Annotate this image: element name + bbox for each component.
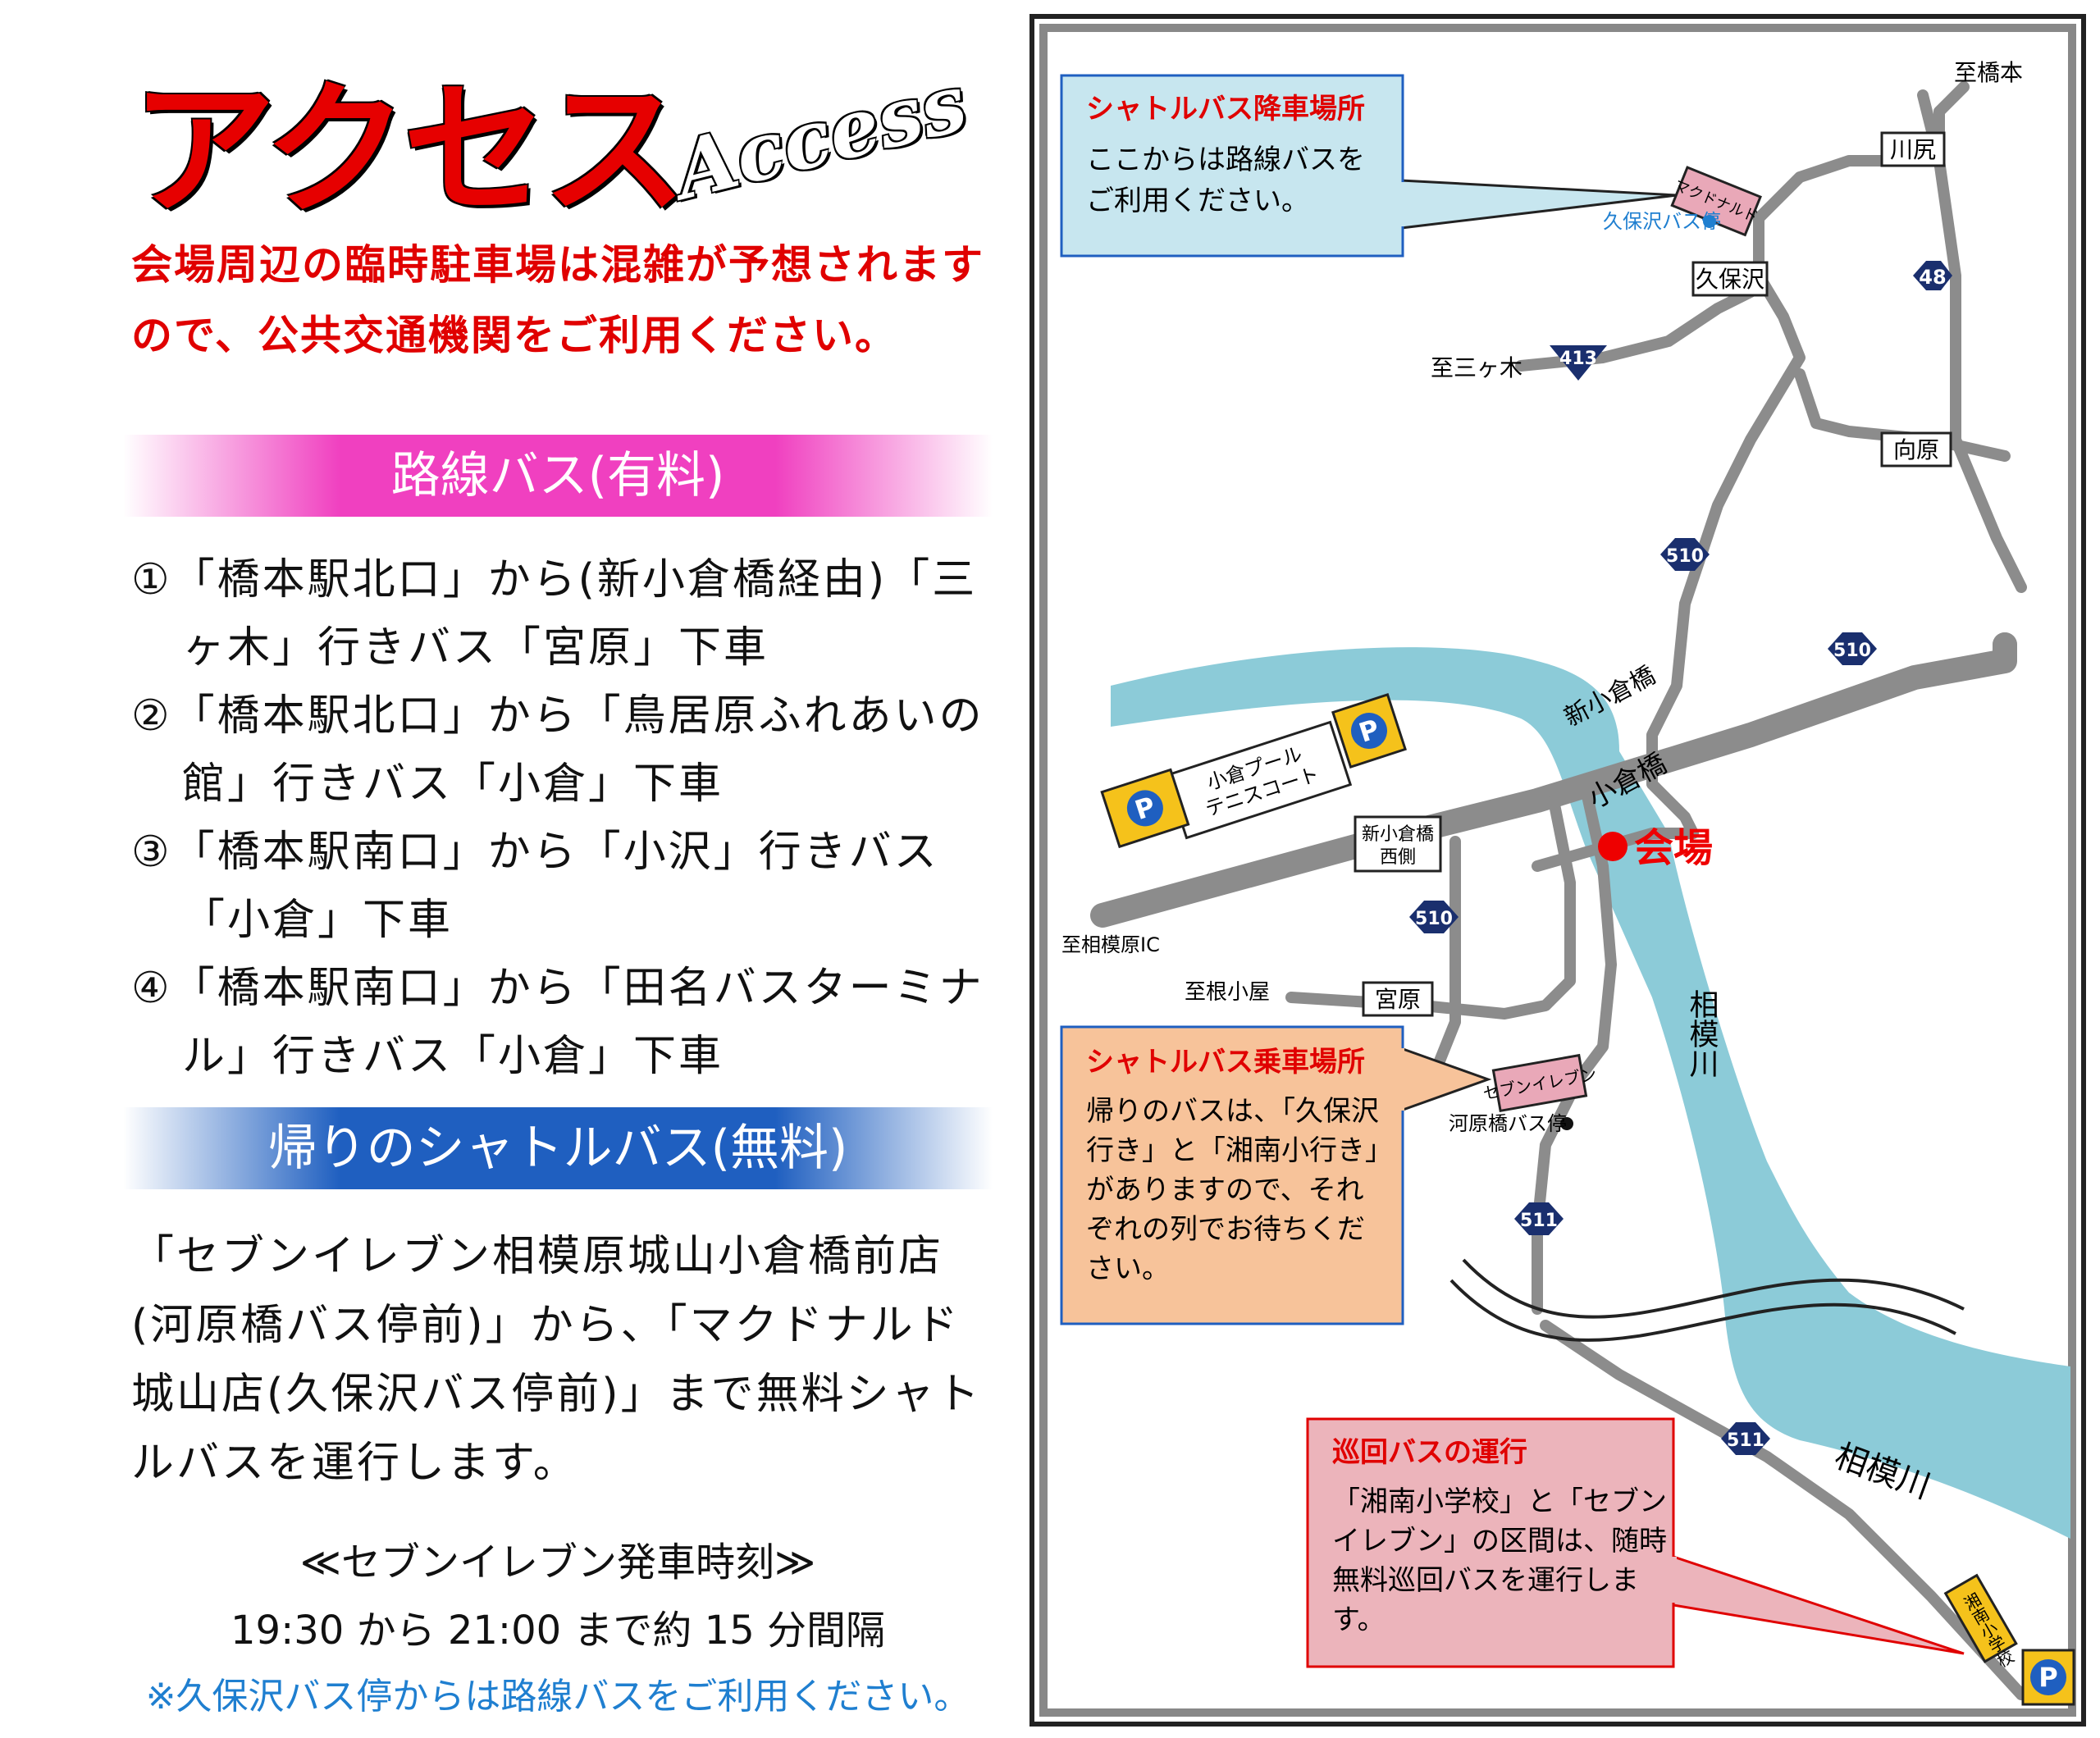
bus-route-item: ②「橋本駅北口」から「鳥居原ふれあいの館」行きバス「小倉」下車 — [131, 691, 984, 809]
shonan-school: 湘南小学校 P — [1943, 1573, 2075, 1706]
callout-line: イレブン」の区間は、随時 — [1332, 1525, 1667, 1558]
venue-marker — [1598, 832, 1628, 861]
parking-lot: P — [1100, 768, 1190, 849]
schedule-title: ≪セブンイレブン発車時刻≫ — [299, 1540, 816, 1585]
callout-line: ここからは路線バスを — [1086, 144, 1365, 176]
place-label: 向原 — [1893, 436, 1939, 463]
route-number: 413 — [1559, 349, 1597, 369]
river-label: 相模川 — [1685, 989, 1719, 1078]
callout-line: ぞれの列でお待ちくだ — [1086, 1213, 1365, 1246]
place-label: 久保沢 — [1696, 266, 1764, 293]
callout-line: ご利用ください。 — [1086, 185, 1309, 217]
place-box: 新小倉橋 西側 — [1354, 815, 1442, 873]
place-box: 宮原 — [1362, 981, 1434, 1017]
callout-line: 「湘南小学校」と「セブン — [1332, 1485, 1667, 1518]
venue-label: 会場 — [1634, 825, 1713, 871]
callout-line: 行き」と「湘南小行き」 — [1086, 1134, 1393, 1167]
bus-route-item: ③「橋本駅南口」から「小沢」行きバス「小倉」下車 — [131, 828, 939, 945]
route-number: 511 — [1727, 1430, 1764, 1451]
schedule-time: 19:30 から 21:00 まで約 15 分間隔 — [230, 1608, 886, 1654]
route-number: 511 — [1520, 1211, 1558, 1231]
place-label: 新小倉橋 — [1362, 824, 1434, 845]
route-shield-510: 510 — [1660, 538, 1710, 571]
road-mukaihara — [1794, 368, 2011, 462]
road-overpass-line — [1462, 1258, 1965, 1319]
bus-route-item: ④「橋本駅南口」から「田名バスターミナル」行きバス「小倉」下車 — [131, 964, 984, 1081]
callout-title: シャトルバス乗車場所 — [1086, 1046, 1365, 1079]
route-number: 510 — [1666, 546, 1704, 567]
callout-line: す。 — [1332, 1603, 1386, 1636]
road-overpass-line — [1449, 1279, 1956, 1342]
route-bus-heading: 路線バス(有料) — [123, 435, 993, 517]
sagami-river — [1111, 647, 2070, 1539]
road-510-south — [1433, 836, 1461, 1069]
route-shield-48: 48 — [1913, 261, 1952, 290]
bus-stop-marker — [1703, 215, 1716, 228]
map-frame-inner — [1039, 24, 2076, 1717]
intro-notice: 会場周辺の臨時駐車場は混雑が予想されますので、公共交通機関をご利用ください。 — [131, 241, 984, 359]
callout-line: 無料巡回バスを運行しま — [1332, 1564, 1639, 1597]
callout-line: 帰りのバスは、「久保沢 — [1086, 1095, 1379, 1128]
page-title: アクセス — [131, 65, 687, 235]
bus-route-item: ①「橋本駅北口」から(新小倉橋経由)「三ヶ木」行きバス「宮原」下車 — [131, 555, 978, 673]
shuttle-bus-heading: 帰りのシャトルバス(無料) — [123, 1107, 993, 1189]
callout-title: 巡回バスの運行 — [1332, 1436, 1527, 1469]
place-label: 西側 — [1380, 847, 1416, 868]
place-label: 至相模原IC — [1061, 933, 1160, 956]
place-label: 宮原 — [1375, 986, 1421, 1013]
dropoff-callout: シャトルバス降車場所 ここからは路線バスを ご利用ください。 — [1060, 74, 1678, 258]
access-map[interactable]: 48 413 510 510 510 511 511 至橋本 川尻 久保沢 至三… — [1029, 13, 2087, 1727]
seven-eleven-store: セブンイレブン — [1481, 1053, 1598, 1113]
callout-title: シャトルバス降車場所 — [1086, 93, 1365, 125]
callout-line: さい。 — [1086, 1252, 1170, 1285]
route-number: 48 — [1919, 266, 1946, 289]
place-box: 川尻 — [1880, 131, 1946, 167]
route-number: 510 — [1833, 641, 1871, 661]
road-ogura-bridge — [1532, 828, 1699, 872]
bus-stop-marker — [1560, 1117, 1573, 1130]
place-label: 川尻 — [1890, 136, 1936, 163]
parking-icon: P — [2038, 1662, 2057, 1693]
route-shield-511: 511 — [1514, 1202, 1564, 1235]
route-shield-510: 510 — [1828, 632, 1877, 665]
loop-bus-callout: 巡回バスの運行 「湘南小学校」と「セブン イレブン」の区間は、随時 無料巡回バス… — [1306, 1417, 1965, 1668]
place-label: 至橋本 — [1954, 59, 2023, 86]
place-label: 至三ヶ木 — [1431, 354, 1522, 381]
schedule-note: ※久保沢バス停からは路線バスをご利用ください。 — [145, 1676, 970, 1717]
place-box: 向原 — [1880, 431, 1952, 468]
pickup-callout: シャトルバス乗車場所 帰りのバスは、「久保沢 行き」と「湘南小行き」 があります… — [1060, 1025, 1492, 1325]
place-label: 至根小屋 — [1185, 980, 1270, 1005]
route-shield-413: 413 — [1550, 345, 1607, 381]
shuttle-bus-heading-label: 帰りのシャトルバス(無料) — [267, 1120, 848, 1177]
page-title-english: Access — [665, 56, 975, 217]
route-shield-510: 510 — [1409, 901, 1459, 933]
shuttle-description: 「セブンイレブン相模原城山小倉橋前店(河原橋バス停前)」から、「マクドナルド城山… — [131, 1232, 982, 1488]
parking-lot: P — [1331, 693, 1407, 769]
bus-stop-label: 河原橋バス停 — [1449, 1112, 1567, 1135]
callout-line: がありますので、それ — [1086, 1174, 1364, 1207]
bus-route-list: ①「橋本駅北口」から(新小倉橋経由)「三ヶ木」行きバス「宮原」下車 ②「橋本駅北… — [131, 546, 1001, 1091]
route-number: 510 — [1415, 909, 1453, 929]
road-511-south — [1540, 1320, 2027, 1700]
place-box: 久保沢 — [1691, 261, 1769, 297]
route-shield-511: 511 — [1721, 1422, 1770, 1455]
bus-stop-label: 久保沢バス停 — [1603, 210, 1721, 233]
route-bus-heading-label: 路線バス(有料) — [390, 447, 725, 504]
